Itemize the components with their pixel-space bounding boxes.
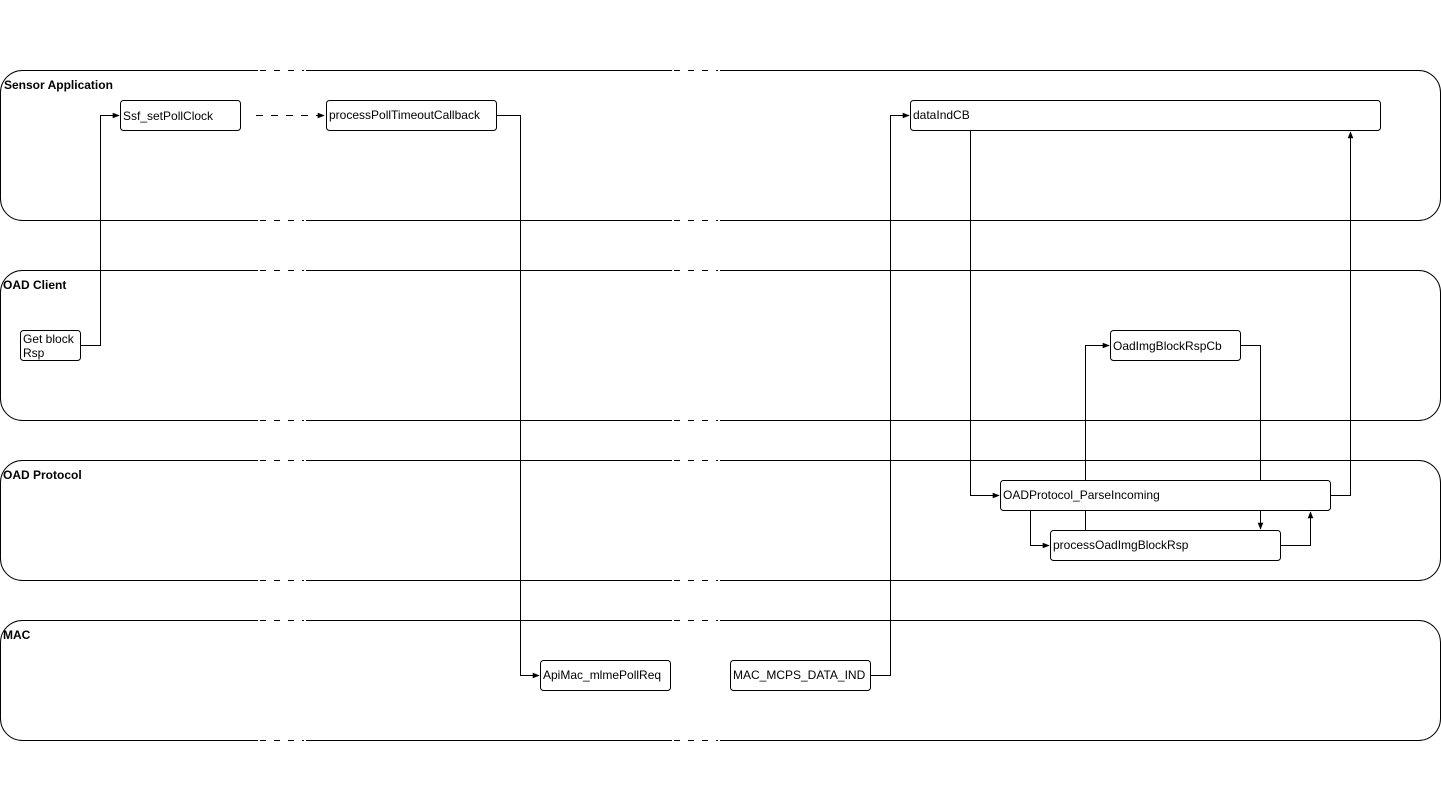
edge-polltimeout-to-mlmepollreq — [496, 115, 540, 679]
edge-processblockrsp-to-parseincoming — [1280, 511, 1314, 546]
node-label: OADProtocol_ParseIncoming — [1003, 488, 1160, 502]
node-label: MAC_MCPS_DATA_IND — [733, 668, 866, 682]
node-mac-mcps-data-ind[interactable]: MAC_MCPS_DATA_IND — [730, 660, 871, 691]
lane-title-mac: MAC — [3, 628, 31, 642]
node-label: Ssf_setPollClock — [123, 109, 214, 123]
lane-oad-protocol: OAD Protocol — [0, 456, 1441, 585]
edge-parseincoming-to-processblockrsp — [1030, 510, 1050, 549]
edge-blockrspcb-to-processblockrsp — [1240, 345, 1264, 530]
node-label: processOadImgBlockRsp — [1053, 538, 1189, 552]
connectors — [80, 112, 1354, 679]
node-label-line1: Get block — [23, 332, 75, 346]
node-process-poll-timeout-callback[interactable]: processPollTimeoutCallback — [326, 100, 497, 131]
edge-processblockrsp-to-blockrspcb — [1085, 342, 1110, 530]
edge-mcpsdataind-to-dataindcb — [870, 112, 910, 676]
node-label: ApiMac_mlmePollReq — [543, 668, 661, 682]
node-get-block-rsp[interactable]: Get block Rsp — [20, 330, 81, 361]
node-ssf-setpollclock[interactable]: Ssf_setPollClock — [120, 100, 241, 131]
node-oad-protocol-parse-incoming[interactable]: OADProtocol_ParseIncoming — [1000, 480, 1331, 511]
lane-sensor-application: Sensor Application — [0, 66, 1441, 225]
node-apimac-mlme-poll-req[interactable]: ApiMac_mlmePollReq — [540, 660, 671, 691]
edge-dataindcb-to-parseincoming — [970, 130, 1000, 499]
node-label: OadImgBlockRspCb — [1113, 339, 1222, 353]
node-dataindcb[interactable]: dataIndCB — [910, 100, 1381, 131]
node-process-oad-img-block-rsp[interactable]: processOadImgBlockRsp — [1050, 530, 1281, 561]
lane-title-oad-client: OAD Client — [3, 278, 66, 292]
edge-parseincoming-to-dataindcb — [1330, 131, 1354, 496]
node-label: processPollTimeoutCallback — [329, 108, 481, 122]
node-label-line2: Rsp — [23, 346, 45, 360]
lane-title-oad-protocol: OAD Protocol — [3, 468, 82, 482]
edge-getblock-to-setpollclock — [80, 112, 120, 346]
lane-title-sensor-application: Sensor Application — [4, 78, 113, 92]
lane-mac: MAC — [0, 616, 1441, 745]
node-oad-img-block-rsp-cb[interactable]: OadImgBlockRspCb — [1110, 330, 1241, 361]
node-label: dataIndCB — [913, 108, 970, 122]
